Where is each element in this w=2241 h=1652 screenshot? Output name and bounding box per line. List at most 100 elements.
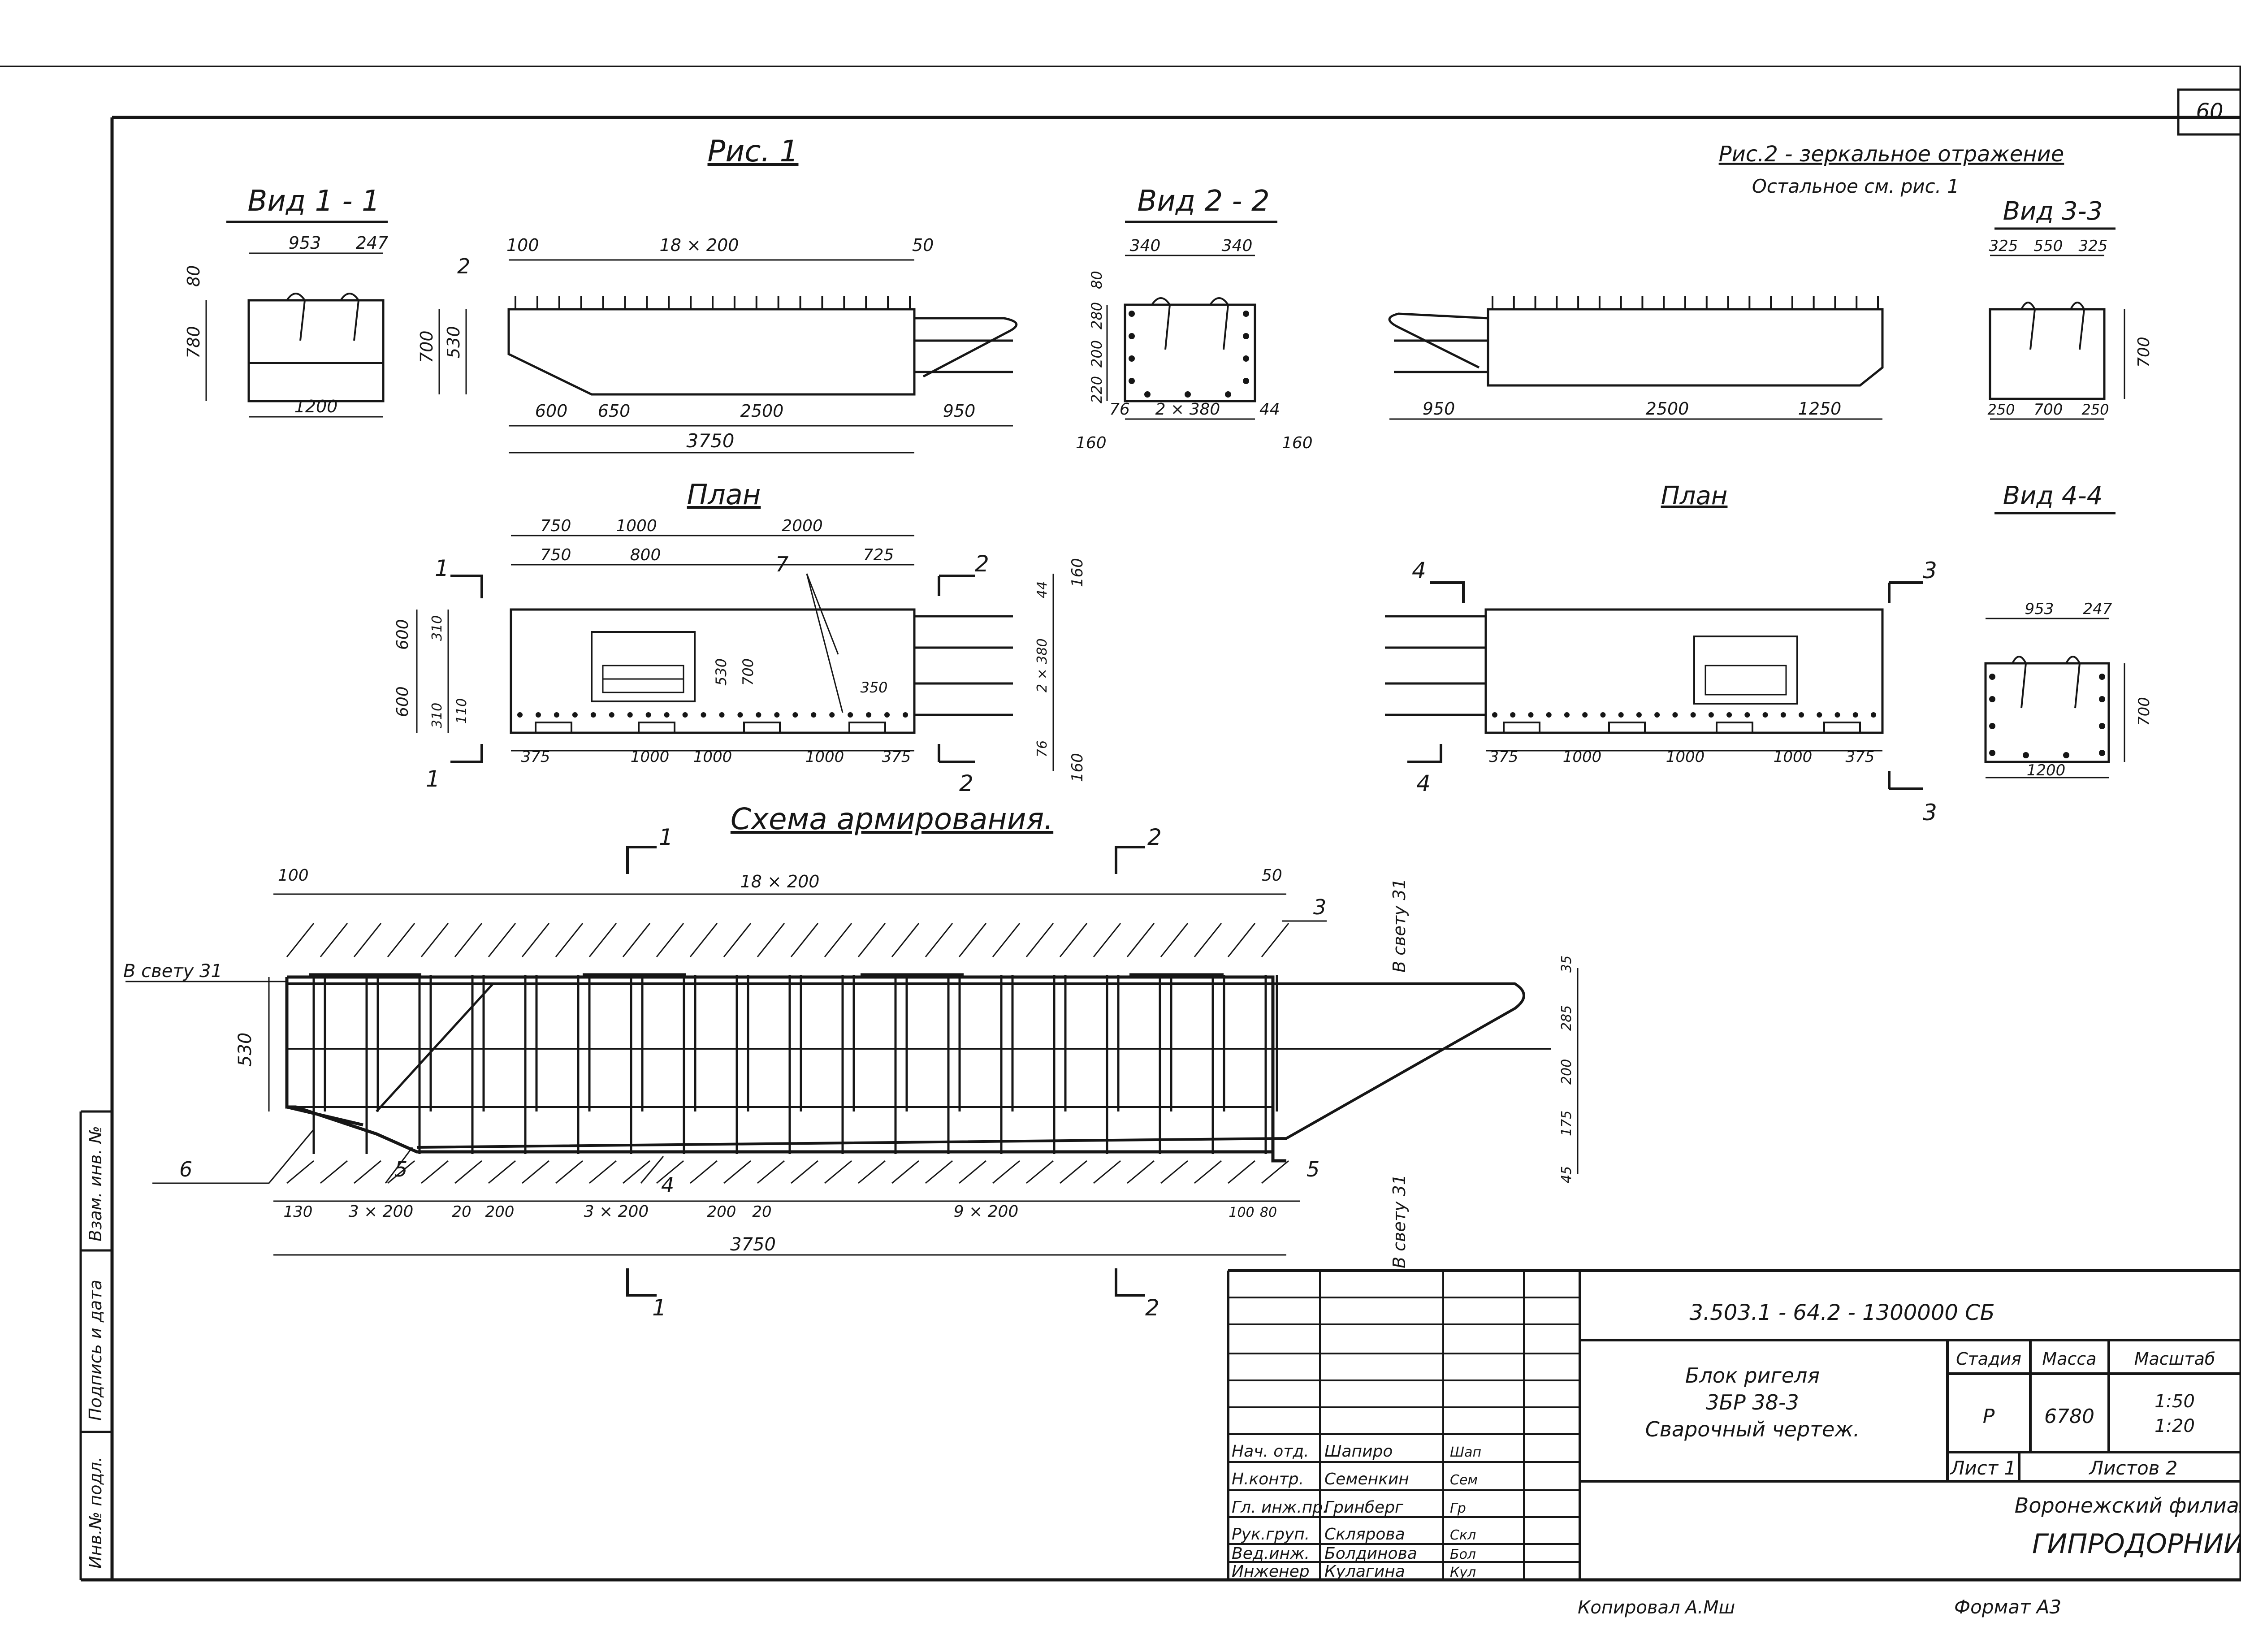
- rebar-dot: [1528, 712, 1534, 718]
- v22-dim-340a: 340: [1130, 237, 1161, 255]
- plan1-dim-2000: 2000: [782, 517, 823, 535]
- name-1: Семенкин: [1324, 1470, 1409, 1488]
- rebar-dot: [1871, 712, 1876, 718]
- view-3-3-title: Вид 3-3: [2003, 197, 2103, 226]
- plan1-dim-44: 44: [1034, 581, 1050, 598]
- hatch-line: [555, 1160, 583, 1184]
- rebar-dot: [1243, 355, 1249, 362]
- rebar-dot: [1672, 712, 1678, 718]
- sig-5: Кул: [1450, 1565, 1476, 1580]
- scheme-dim-3x200b: 3 × 200: [584, 1202, 649, 1221]
- hatch-line: [623, 1160, 650, 1184]
- plan1-dim-76: 76: [1034, 740, 1050, 757]
- hatch-line: [1194, 923, 1222, 957]
- hatch-line: [858, 1160, 886, 1184]
- rebar-dot: [2063, 752, 2069, 758]
- rebar-dot: [866, 712, 872, 718]
- rebar-dot: [1243, 378, 1249, 384]
- v44-dim-247: 247: [2083, 600, 2112, 618]
- hatch-line: [992, 1160, 1020, 1184]
- rebar-dot: [903, 712, 908, 718]
- plan1-cut-1b: 1: [426, 766, 440, 792]
- v22-dim-76: 76: [1109, 400, 1130, 419]
- rebar-dot: [609, 712, 614, 718]
- hatch-line: [1093, 923, 1121, 957]
- scheme-cut-2a: 2: [1147, 824, 1162, 850]
- page-number: 60: [2196, 99, 2223, 124]
- rebar-dot: [1726, 712, 1732, 718]
- hatch-line: [589, 1160, 617, 1184]
- view-4-4-title: Вид 4-4: [2003, 481, 2103, 510]
- embed-plate: [1503, 722, 1540, 734]
- v33-dim-250b: 250: [2081, 401, 2109, 418]
- name-4: Болдинова: [1324, 1544, 1417, 1563]
- rebar-dot: [645, 712, 651, 718]
- v22-dim-80: 80: [1088, 271, 1105, 289]
- rebar-dot: [572, 712, 578, 718]
- hatch-line: [1025, 923, 1054, 957]
- rebar-dot: [517, 712, 523, 718]
- rebar-dot: [1780, 712, 1786, 718]
- hdr-scale: Масштаб: [2134, 1349, 2215, 1369]
- role-1: Н.контр.: [1232, 1470, 1304, 1488]
- rebar-dot: [1564, 712, 1570, 718]
- rebar-dot: [1129, 311, 1135, 317]
- embed-plate: [535, 722, 572, 734]
- v11-dim-953: 953: [289, 233, 321, 253]
- rebar-dot: [792, 712, 798, 718]
- hatch-line: [959, 1160, 986, 1184]
- plan1-dim-600a: 600: [394, 619, 412, 650]
- scheme-dim-200b: 200: [707, 1203, 736, 1221]
- hatch-line: [1160, 923, 1189, 957]
- plan1-dim-375a: 375: [521, 748, 550, 766]
- v22-dim-2x380: 2 × 380: [1155, 400, 1220, 419]
- plan2-dim-375b: 375: [1846, 748, 1875, 766]
- plan1-dim-1000a: 1000: [631, 748, 670, 766]
- plan1-cut-1a: 1: [435, 555, 449, 581]
- hatch-line: [1060, 1160, 1087, 1184]
- sheet-frame: [0, 65, 2241, 1582]
- name-5: Кулагина: [1324, 1562, 1405, 1581]
- hatch-line: [656, 923, 684, 957]
- rebar-dot: [1225, 391, 1231, 398]
- fig1-title: Рис. 1: [708, 134, 799, 169]
- scheme-dim-50: 50: [1262, 866, 1282, 885]
- plan1-dim-350: 350: [860, 679, 887, 696]
- name-3: Склярова: [1324, 1525, 1405, 1544]
- rebar-dot: [1989, 750, 1995, 756]
- view-1-1-title: Вид 1 - 1: [247, 185, 380, 218]
- plan2-cut-4b: 4: [1416, 770, 1431, 796]
- plan1-dim-160a: 160: [1069, 558, 1086, 587]
- scheme-clear-left: В свету 31: [123, 961, 222, 982]
- v22-dim-200: 200: [1088, 340, 1105, 368]
- hatch-line: [353, 923, 382, 957]
- hatch-line: [286, 1160, 314, 1184]
- v44-dim-1200: 1200: [2027, 761, 2066, 779]
- rebar-dot: [756, 712, 761, 718]
- rebar-dot: [1492, 712, 1497, 718]
- hatch-line: [824, 1160, 852, 1184]
- product-mark: 3БР 38-3: [1706, 1390, 1799, 1414]
- rebar-dot: [884, 712, 890, 718]
- scheme-dim-45: 45: [1559, 1166, 1575, 1183]
- scheme-pos-6: 6: [179, 1157, 192, 1181]
- embed-plate: [1608, 722, 1646, 734]
- rebar-dot: [811, 712, 817, 718]
- scheme-title: Схема армирования.: [731, 802, 1053, 836]
- plan1-dim-110: 110: [454, 698, 470, 724]
- scheme-pos-5a: 5: [394, 1157, 407, 1181]
- v33-dim-250a: 250: [1987, 401, 2015, 418]
- embed-plate: [1823, 722, 1861, 734]
- hatch-line: [992, 923, 1021, 957]
- scheme-dim-20a: 20: [452, 1203, 471, 1221]
- hatch-line: [488, 923, 516, 957]
- sig-4: Бол: [1450, 1547, 1476, 1562]
- hatch-line: [1160, 1160, 1188, 1184]
- scheme-dim-9x200: 9 × 200: [954, 1202, 1019, 1221]
- v22-dim-160b: 160: [1282, 434, 1313, 452]
- hatch-line: [387, 923, 415, 957]
- fig1-pos-2: 2: [457, 254, 470, 278]
- fig1-dim-600: 600: [535, 401, 568, 421]
- plan1-dim-530: 530: [713, 658, 730, 686]
